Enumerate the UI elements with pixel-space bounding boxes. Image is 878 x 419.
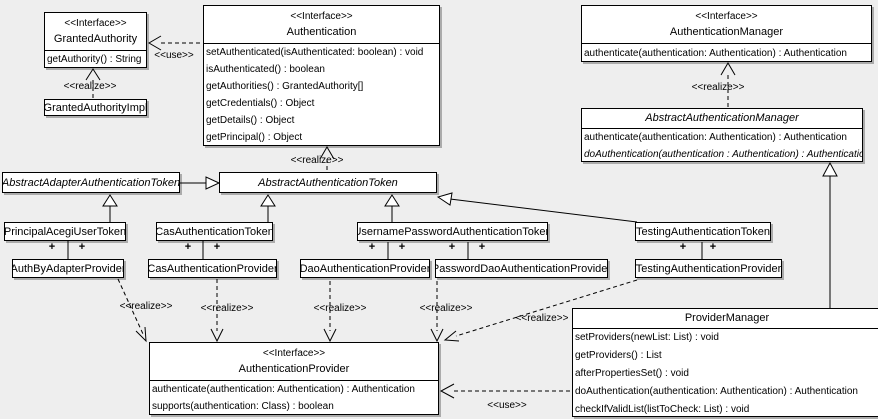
multiplicity-plus: +	[478, 241, 486, 253]
method-row: doAuthentication(authentication: Authent…	[575, 386, 858, 397]
class-name: ProviderManager	[573, 309, 878, 329]
method-row: authenticate(authentication: Authenticat…	[584, 132, 847, 143]
edge-username-password-token-extends-abstract-token	[384, 194, 400, 222]
class-name: AuthByAdapterProvider	[12, 262, 124, 275]
method-row: checkIfValidList(listToCheck: List) : vo…	[575, 404, 750, 415]
class-name: AuthenticationProvider	[238, 363, 350, 376]
class-granted-authority[interactable]: <<Interface>> GrantedAuthority getAuthor…	[44, 12, 147, 68]
edge-label-realize: <<realize>>	[119, 301, 173, 312]
edge-label-realize: <<realize>>	[515, 313, 569, 324]
class-abstract-adapter-authentication-token[interactable]: AbstractAdapterAuthenticationToken	[2, 172, 180, 193]
method-row: getProviders() : List	[575, 350, 662, 361]
method-row: authenticate(authentication: Authenticat…	[584, 48, 847, 59]
class-provider-manager[interactable]: ProviderManager setProviders(newList: Li…	[572, 308, 878, 417]
class-authentication-manager[interactable]: <<Interface>> AuthenticationManager auth…	[581, 5, 872, 62]
class-granted-authority-impl[interactable]: GrantedAuthorityImpl	[44, 99, 147, 116]
class-testing-authentication-token[interactable]: TestingAuthenticationToken	[635, 222, 771, 241]
class-auth-by-adapter-provider[interactable]: AuthByAdapterProvider	[12, 259, 124, 278]
class-header: <<Interface>> Authentication	[204, 6, 439, 44]
class-abstract-authentication-manager[interactable]: AbstractAuthenticationManager authentica…	[581, 108, 863, 162]
class-cas-authentication-token[interactable]: CasAuthenticationToken	[156, 222, 273, 241]
multiplicity-plus: +	[213, 241, 221, 253]
class-name: AbstractAdapterAuthenticationToken	[2, 176, 180, 189]
class-testing-authentication-provider[interactable]: TestingAuthenticationProvider	[635, 259, 782, 278]
multiplicity-plus: +	[78, 241, 86, 253]
edge-label-use: <<use>>	[487, 400, 527, 411]
edge-authentication-uses-granted-authority	[148, 35, 203, 51]
method-row: supports(authentication: Class) : boolea…	[152, 401, 334, 412]
edge-testing-token-extends-abstract-token	[436, 192, 638, 223]
class-abstract-authentication-token[interactable]: AbstractAuthenticationToken	[219, 172, 437, 193]
method-row: setProviders(newList: List) : void	[575, 332, 719, 343]
method-row: setAuthenticated(isAuthenticated: boolea…	[206, 47, 424, 58]
class-name: TestingAuthenticationProvider	[635, 262, 782, 275]
edge-label-realize: <<realize>>	[691, 82, 745, 93]
multiplicity-plus: +	[398, 241, 406, 253]
stereotype-label: <<Interface>>	[695, 10, 758, 22]
class-name: PasswordDaoAuthenticationProvider	[435, 262, 608, 275]
edge-label-realize: <<realize>>	[313, 303, 367, 314]
multiplicity-plus: +	[184, 241, 192, 253]
stereotype-label: <<Interface>>	[290, 10, 353, 22]
method-row: getAuthority() : String	[47, 54, 142, 65]
edge-provider-manager-extends-abstract-authentication-manager	[822, 161, 838, 308]
class-cas-authentication-provider[interactable]: CasAuthenticationProvider	[148, 259, 277, 278]
edge-abstract-adapter-token-extends-abstract-token	[180, 176, 221, 190]
class-name: UsernamePasswordAuthenticationToken	[357, 225, 548, 238]
class-name: PrincipalAcegiUserToken	[4, 225, 126, 238]
multiplicity-plus: +	[48, 241, 56, 253]
method-row: isAuthenticated() : boolean	[206, 64, 325, 75]
class-dao-authentication-provider[interactable]: DaoAuthenticationProvider	[300, 259, 430, 278]
multiplicity-plus: +	[709, 241, 717, 253]
class-name: AbstractAuthenticationManager	[582, 109, 862, 129]
method-row: afterPropertiesSet() : void	[575, 368, 689, 379]
method-row: getCredentials() : Object	[206, 98, 315, 109]
edge-principal-token-extends-abstract-adapter-token	[102, 194, 118, 222]
multiplicity-plus: +	[448, 241, 456, 253]
multiplicity-plus: +	[679, 241, 687, 253]
stereotype-label: <<Interface>>	[64, 17, 127, 29]
method-row: getPrincipal() : Object	[206, 132, 303, 143]
edge-label-realize: <<realize>>	[63, 81, 117, 92]
method-row: getAuthorities() : GrantedAuthority[]	[206, 81, 364, 92]
class-name: GrantedAuthority	[53, 33, 138, 46]
edge-label-realize: <<realize>>	[200, 303, 254, 314]
class-authentication[interactable]: <<Interface>> Authentication setAuthenti…	[203, 5, 440, 146]
class-header: <<Interface>> GrantedAuthority	[45, 13, 146, 51]
class-name: AuthenticationManager	[669, 26, 784, 39]
method-row: doAuthentication(authentication : Authen…	[584, 149, 862, 160]
edge-label-realize: <<realize>>	[290, 155, 344, 166]
class-name: AbstractAuthenticationToken	[258, 176, 398, 189]
class-name: DaoAuthenticationProvider	[300, 262, 430, 275]
class-name: Authentication	[286, 26, 357, 39]
class-header: <<Interface>> AuthenticationManager	[582, 6, 871, 44]
edge-cas-token-extends-abstract-token	[260, 194, 276, 222]
class-name: CasAuthenticationToken	[156, 225, 273, 238]
class-name: CasAuthenticationProvider	[148, 262, 277, 275]
class-username-password-authentication-token[interactable]: UsernamePasswordAuthenticationToken	[357, 222, 548, 241]
edge-provider-manager-uses-authentication-provider	[439, 383, 572, 399]
class-authentication-provider[interactable]: <<Interface>> AuthenticationProvider aut…	[149, 342, 439, 415]
method-row: getDetails() : Object	[206, 115, 295, 126]
class-header: <<Interface>> AuthenticationProvider	[150, 343, 438, 381]
edge-label-realize: <<realize>>	[419, 303, 473, 314]
class-principal-acegi-user-token[interactable]: PrincipalAcegiUserToken	[4, 222, 126, 241]
method-row: authenticate(authentication: Authenticat…	[152, 384, 415, 395]
stereotype-label: <<Interface>>	[262, 347, 326, 359]
class-name: GrantedAuthorityImpl	[44, 101, 147, 114]
multiplicity-plus: +	[368, 241, 376, 253]
edge-label-use: <<use>>	[154, 50, 194, 61]
class-password-dao-authentication-provider[interactable]: PasswordDaoAuthenticationProvider	[435, 259, 608, 278]
class-name: TestingAuthenticationToken	[636, 225, 770, 238]
